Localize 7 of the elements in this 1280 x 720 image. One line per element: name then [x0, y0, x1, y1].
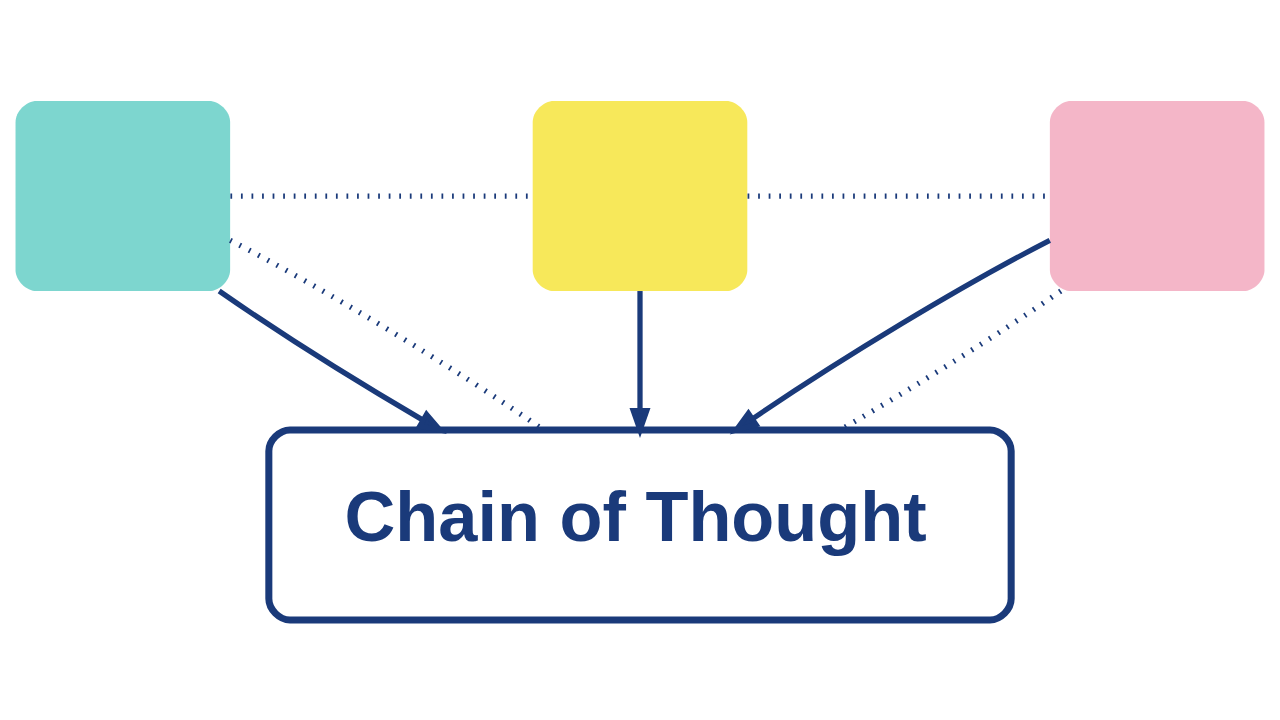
node-box	[15, 100, 231, 291]
node-box: Chain of Thought	[265, 425, 1015, 623]
node-box	[532, 100, 748, 291]
arrow	[217, 288, 447, 434]
arrow	[729, 237, 1051, 434]
arrow	[629, 290, 651, 438]
node-box	[1049, 100, 1265, 291]
